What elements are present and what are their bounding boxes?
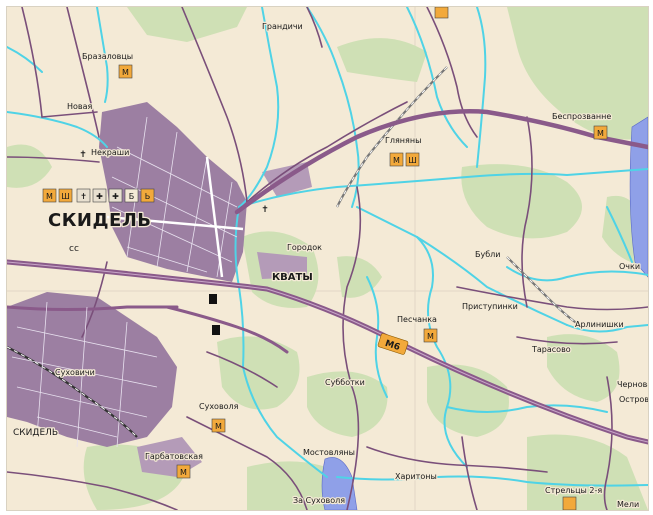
svg-text:М: М — [46, 192, 53, 201]
map-frame[interactable]: М6 М М М Ш М Ш ✝ ✚ ✚ Б Ь М М М — [6, 6, 649, 511]
label-kvaty: КВАТЫ — [272, 272, 313, 283]
station-icon[interactable]: Ь — [140, 188, 155, 203]
label-gorbatovskaya: Гарбатовская — [145, 452, 203, 461]
label-kharitony: Харитоны — [395, 472, 437, 481]
museum-icon[interactable] — [434, 7, 449, 19]
label-brazalovichi: Бразаловцы — [82, 52, 133, 61]
label-skidel-district: СКИДЕЛЬ — [13, 428, 58, 438]
label-novaya: Новая — [67, 102, 93, 111]
svg-text:✝: ✝ — [79, 150, 87, 160]
museum-icon[interactable] — [562, 496, 577, 510]
label-zasukhovolya: За Суховоля — [293, 496, 345, 505]
label-sukhovolya: Суховоля — [199, 402, 239, 411]
hospital-icon[interactable]: ✚ — [92, 188, 107, 203]
museum-icon[interactable]: М — [593, 125, 608, 140]
museum-icon[interactable]: М — [211, 418, 226, 433]
svg-text:Б: Б — [129, 192, 135, 201]
label-strelcy: Стрельцы 2-я — [545, 486, 602, 495]
label-nekrashi: Некраши — [91, 148, 129, 157]
label-arlinishki: Арлинишки — [575, 320, 624, 329]
svg-text:Ь: Ь — [145, 192, 151, 201]
church-icon[interactable]: ✝ — [79, 150, 87, 160]
church-icon[interactable]: ✝ — [261, 205, 269, 215]
label-skidel-city: СКИДЕЛЬ — [48, 210, 151, 231]
museum-icon[interactable]: М — [176, 464, 191, 479]
label-bubli: Бубли — [475, 250, 500, 259]
station-icon[interactable] — [212, 325, 220, 335]
svg-text:М: М — [427, 332, 434, 341]
lakes — [321, 116, 648, 510]
road-badge-label: М6 — [384, 339, 402, 353]
museum-icon[interactable]: М — [389, 152, 404, 167]
svg-text:✚: ✚ — [96, 192, 103, 201]
svg-text:✚: ✚ — [112, 192, 119, 201]
main-roads — [7, 109, 648, 445]
svg-text:М: М — [122, 68, 129, 77]
label-gorodok: Городок — [287, 243, 322, 252]
church-icon[interactable]: ✝ — [76, 188, 91, 203]
label-grandichi: Грандичи — [262, 22, 303, 31]
label-peschanka: Песчанка — [397, 315, 437, 324]
label-cherneva: Чернова — [617, 380, 648, 389]
museum-icon[interactable]: М — [118, 64, 133, 79]
svg-text:М: М — [180, 468, 187, 477]
svg-text:✝: ✝ — [80, 192, 87, 201]
label-pristupy: Приступинки — [462, 302, 518, 311]
pharmacy-icon[interactable]: ✚ — [108, 188, 123, 203]
place-labels: СКИДЕЛЬ сс КВАТЫ СКИДЕЛЬ Грандичи Бразал… — [12, 21, 648, 510]
railway — [7, 66, 583, 438]
book-icon[interactable]: Ш — [58, 188, 73, 203]
label-mostovlyany: Мостовляны — [303, 448, 355, 457]
post-icon[interactable]: Б — [124, 188, 139, 203]
label-tarasovo: Тарасово — [531, 345, 571, 354]
forest-areas — [7, 7, 648, 510]
svg-text:Ш: Ш — [408, 156, 417, 165]
label-sukhovichi: Суховичи — [55, 368, 95, 377]
map-canvas[interactable]: М6 М М М Ш М Ш ✝ ✚ ✚ Б Ь М М М — [7, 7, 648, 510]
svg-text:М: М — [597, 129, 604, 138]
svg-text:✝: ✝ — [261, 205, 269, 215]
book-icon[interactable]: Ш — [405, 152, 420, 167]
svg-text:М: М — [393, 156, 400, 165]
museum-icon[interactable]: М — [423, 328, 438, 343]
road-badge: М6 — [377, 333, 409, 355]
label-glinyany: Гляняны — [385, 136, 421, 145]
urban-areas — [7, 102, 312, 477]
label-subbotki: Субботки — [325, 378, 365, 387]
label-ochki: Очки — [619, 262, 640, 271]
museum-icon[interactable]: М — [42, 188, 57, 203]
svg-text:М: М — [215, 422, 222, 431]
label-skidel-cc: сс — [69, 244, 79, 254]
airfield-icon[interactable] — [209, 294, 217, 304]
label-bolshoe: Беспрозванне — [552, 112, 611, 121]
label-meli: Мели — [617, 500, 639, 509]
label-ostrov: Остров — [619, 395, 648, 404]
svg-text:Ш: Ш — [61, 192, 70, 201]
street-grid — [11, 116, 244, 448]
poi-icons: М М М Ш М Ш ✝ ✚ ✚ Б Ь М М М ✝ ✝ — [42, 7, 608, 510]
minor-roads — [7, 7, 648, 510]
